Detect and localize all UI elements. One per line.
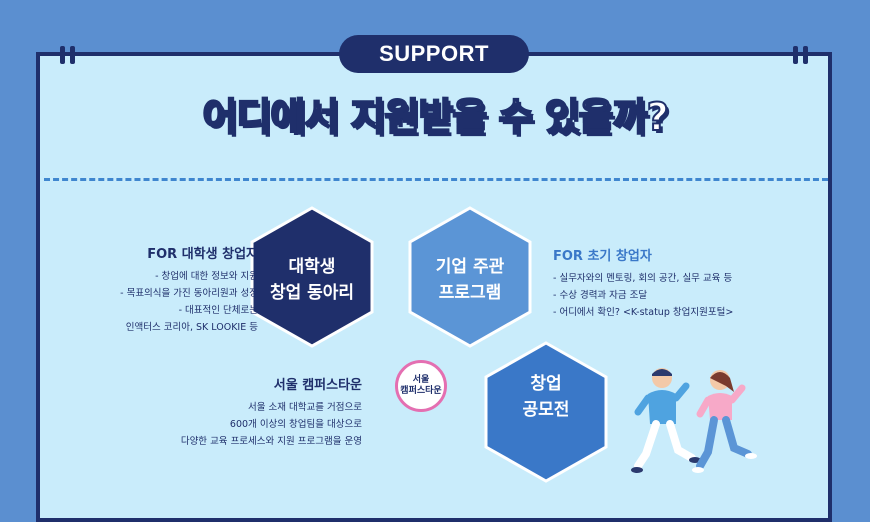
- support-badge: SUPPORT: [339, 35, 529, 73]
- early-stage-title: FOR 초기 창업자: [553, 249, 652, 264]
- university-line: - 목표의식을 가진 동아리원과 성장: [120, 288, 258, 299]
- university-line: - 대표적인 단체로는: [178, 305, 258, 316]
- campustown-logo: 서울 캠퍼스타운: [395, 360, 447, 412]
- page-title: 어디에서 지원받을 수 있을까?: [0, 86, 870, 141]
- seoul-line: 서울 소재 대학교를 거점으로: [248, 402, 362, 413]
- hex-line: 프로그램: [438, 283, 502, 304]
- university-line: 인액터스 코리아, SK LOOKIE 등: [125, 322, 258, 333]
- hex-university-club: [250, 206, 374, 348]
- hex-corporate-program: [408, 206, 532, 348]
- university-line: - 창업에 대한 정보와 지원: [155, 271, 258, 282]
- hex-line: 공모전: [522, 400, 570, 421]
- logo-line: 서울: [412, 375, 430, 385]
- seoul-campustown-info: 서울 캠퍼스타운 서울 소재 대학교를 거점으로 600개 이상의 창업팀을 대…: [181, 374, 362, 450]
- hex-line: 기업 주관: [435, 257, 505, 277]
- early-stage-line: - 어디에서 확인? <K-statup 창업지원포털>: [553, 307, 734, 318]
- running-boy-icon: [631, 368, 701, 473]
- university-title: FOR 대학생 창업자: [147, 247, 258, 262]
- binder-tick: [793, 46, 798, 64]
- hex-label-university: 대학생 창업 동아리: [262, 254, 362, 307]
- early-stage-info: FOR 초기 창업자 - 실무자와의 멘토링, 회의 공간, 실무 교육 등 -…: [553, 245, 733, 321]
- seoul-line: 다양한 교육 프로세스와 지원 프로그램을 운영: [180, 436, 362, 447]
- dashed-divider: [44, 178, 828, 181]
- early-stage-line: - 수상 경력과 자금 조달: [553, 290, 648, 301]
- hex-startup-contest: [484, 341, 608, 483]
- early-stage-line: - 실무자와의 멘토링, 회의 공간, 실무 교육 등: [553, 273, 733, 284]
- title-post: 받을 수 있을까?: [417, 94, 669, 140]
- running-girl-icon: [692, 370, 757, 473]
- hex-line: 대학생: [288, 257, 336, 277]
- university-info: FOR 대학생 창업자 - 창업에 대한 정보와 지원 - 목표의식을 가진 동…: [120, 243, 258, 336]
- running-people-illustration: [631, 368, 757, 473]
- hex-line: 창업 동아리: [269, 283, 355, 304]
- title-highlight: 지원: [349, 94, 420, 140]
- seoul-line: 600개 이상의 창업팀을 대상으로: [229, 419, 362, 430]
- hex-label-corporate: 기업 주관 프로그램: [420, 254, 520, 307]
- binder-tick: [803, 46, 808, 64]
- binder-tick: [60, 46, 65, 64]
- hex-line: 창업: [530, 374, 562, 394]
- logo-line: 캠퍼스타운: [400, 386, 442, 396]
- seoul-title: 서울 캠퍼스타운: [273, 378, 362, 393]
- hex-label-contest: 창업 공모전: [496, 371, 596, 424]
- title-pre: 어디에서: [201, 94, 351, 140]
- binder-tick: [70, 46, 75, 64]
